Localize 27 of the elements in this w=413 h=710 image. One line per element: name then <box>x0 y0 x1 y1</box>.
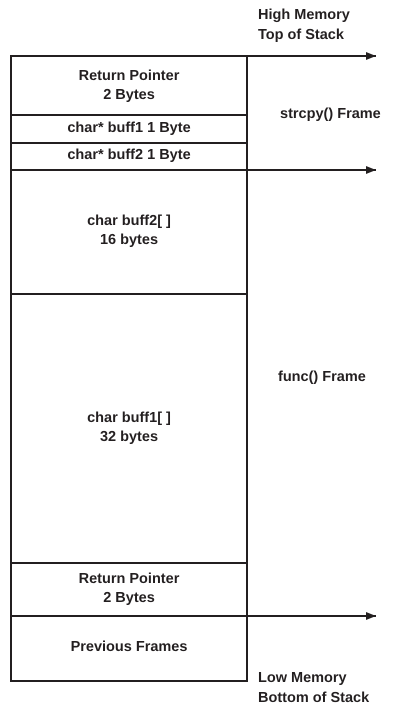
row-label: 16 bytes <box>100 231 158 250</box>
memory-label: High Memory <box>258 6 350 25</box>
boundary-arrow <box>248 166 376 174</box>
stack-frame-row <box>10 293 248 564</box>
memory-label: Low Memory <box>258 669 347 688</box>
stack-frame-row <box>10 55 248 116</box>
memory-label: Bottom of Stack <box>258 689 370 708</box>
row-label: char* buff1 1 Byte <box>67 118 191 138</box>
stack-frame-row <box>10 615 248 682</box>
row-label: char* buff2 1 Byte <box>67 146 191 165</box>
memory-label: Top of Stack <box>258 26 344 45</box>
row-label: 2 Bytes <box>103 86 155 104</box>
row-label: Return Pointer <box>78 66 180 86</box>
row-label: 32 bytes <box>100 428 158 446</box>
stack-frame-row <box>10 169 248 295</box>
row-label: char buff2[ ] <box>87 212 171 231</box>
frame-label: func() Frame <box>278 368 366 387</box>
row-label: char buff1[ ] <box>87 408 171 428</box>
stack-frame-row <box>10 562 248 617</box>
stack-frame-row <box>10 142 248 171</box>
boundary-arrow <box>248 612 376 620</box>
frame-label: strcpy() Frame <box>280 105 381 124</box>
row-label: 2 Bytes <box>103 588 155 608</box>
boundary-arrow <box>248 52 376 60</box>
row-label: Previous Frames <box>70 638 188 657</box>
stack-frame-row <box>10 114 248 144</box>
row-label: Return Pointer <box>78 570 180 588</box>
